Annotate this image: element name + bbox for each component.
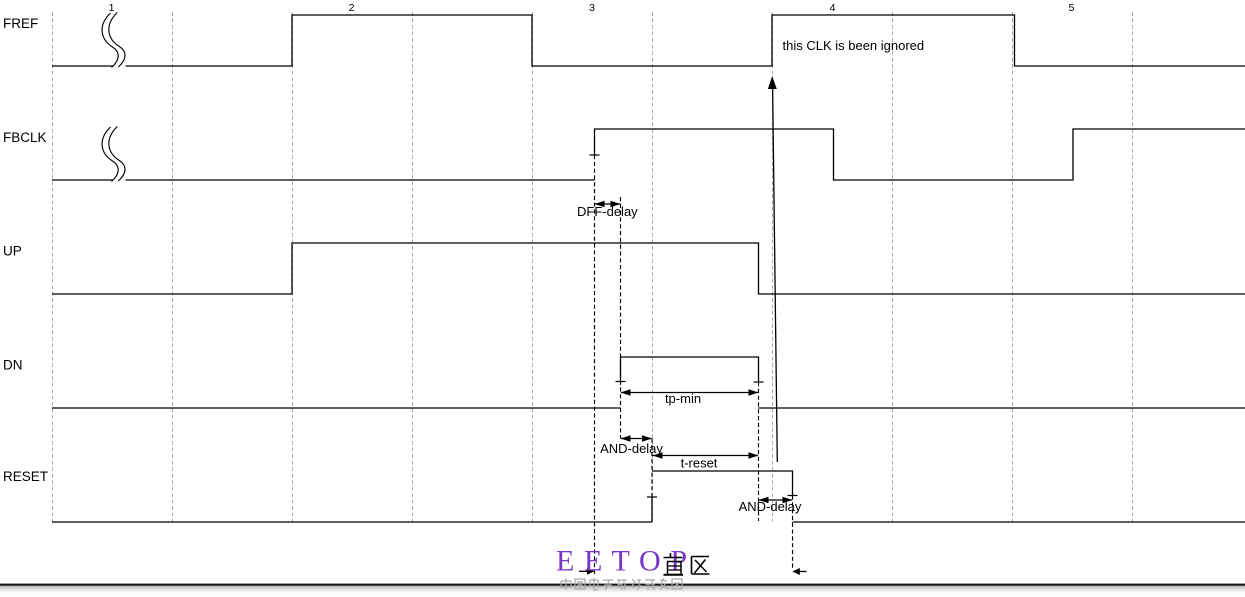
svg-text:DFF-delay: DFF-delay — [577, 204, 638, 219]
svg-text:DN: DN — [3, 358, 23, 373]
svg-text:UP: UP — [3, 244, 22, 259]
svg-text:2: 2 — [349, 2, 355, 14]
svg-text:tp-min: tp-min — [665, 391, 701, 406]
svg-text:FBCLK: FBCLK — [3, 130, 47, 145]
svg-text:5: 5 — [1069, 2, 1075, 14]
svg-text:t-reset: t-reset — [681, 456, 718, 471]
svg-text:1: 1 — [109, 2, 115, 14]
svg-text:3: 3 — [589, 2, 595, 14]
svg-text:AND-delay: AND-delay — [600, 441, 663, 456]
svg-text:RESET: RESET — [3, 469, 48, 484]
svg-text:4: 4 — [830, 2, 836, 14]
svg-text:this CLK is been ignored: this CLK is been ignored — [783, 38, 925, 53]
svg-text:AND-delay: AND-delay — [739, 499, 802, 514]
svg-text:E E T O P: E E T O P — [556, 545, 688, 578]
svg-text:FREF: FREF — [3, 16, 38, 31]
